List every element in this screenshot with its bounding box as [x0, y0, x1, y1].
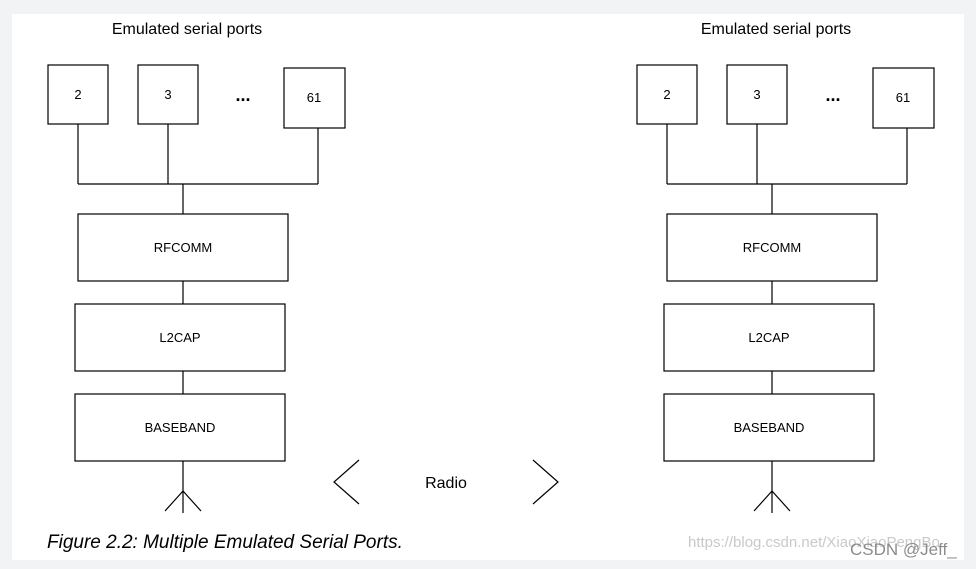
radio-link: Radio	[333, 459, 559, 505]
right-port-box-61	[872, 67, 935, 129]
left-l2cap-box	[74, 303, 286, 372]
right-port-label-2: 2	[663, 87, 670, 102]
left-port-label-61: 61	[307, 90, 321, 105]
left-port-label-2: 2	[74, 87, 81, 102]
figure-caption: Figure 2.2: Multiple Emulated Serial Por…	[47, 532, 403, 553]
left-l2cap-label: L2CAP	[159, 330, 200, 345]
right-antenna-icon	[753, 461, 791, 513]
right-rfcomm-label: RFCOMM	[743, 240, 802, 255]
left-port-label-3: 3	[164, 87, 171, 102]
watermark-author: CSDN @Jeff_	[850, 540, 957, 559]
right-heading: Emulated serial ports	[701, 21, 851, 38]
right-port-label-61: 61	[896, 90, 910, 105]
left-ellipsis: ...	[235, 85, 250, 105]
right-l2cap-label: L2CAP	[748, 330, 789, 345]
right-rfcomm-box	[666, 213, 878, 282]
right-baseband-box	[663, 393, 875, 462]
left-rfcomm-label: RFCOMM	[154, 240, 213, 255]
left-port-box-61	[283, 67, 346, 129]
radio-label: Radio	[425, 475, 467, 492]
right-l2cap-box	[663, 303, 875, 372]
left-stack: Emulated serial ports 2 3 ... 61 RFCOMM …	[47, 21, 346, 513]
right-ellipsis: ...	[825, 85, 840, 105]
left-baseband-box	[74, 393, 286, 462]
right-baseband-label: BASEBAND	[734, 420, 805, 435]
watermark-url: https://blog.csdn.net/XiaoXiaoPengBo	[688, 534, 940, 551]
radio-right-chevron-icon	[532, 459, 559, 505]
right-stack: Emulated serial ports 2 3 ... 61 RFCOMM …	[636, 21, 935, 513]
left-baseband-label: BASEBAND	[145, 420, 216, 435]
right-port-label-3: 3	[753, 87, 760, 102]
right-port-box-2	[636, 64, 698, 125]
left-heading: Emulated serial ports	[112, 21, 262, 38]
left-antenna-icon	[164, 461, 202, 513]
left-rfcomm-box	[77, 213, 289, 282]
left-port-box-2	[47, 64, 109, 125]
radio-left-chevron-icon	[333, 459, 360, 505]
